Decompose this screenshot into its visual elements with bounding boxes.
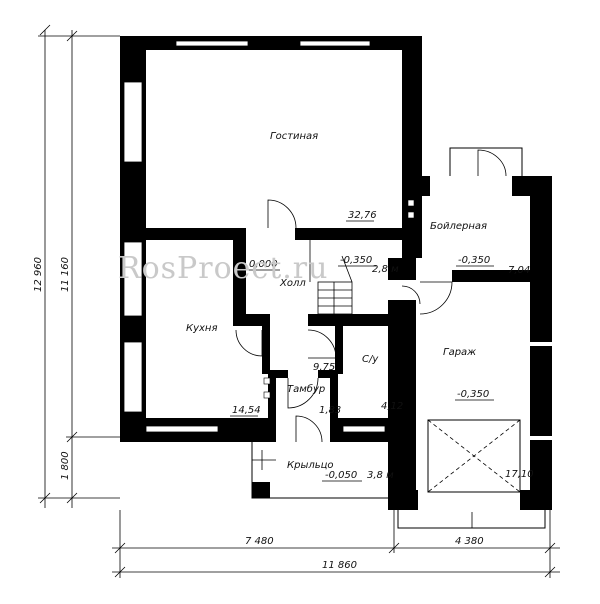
dim-width-left: 7 480 xyxy=(245,536,274,547)
area-kholl: 9,75 xyxy=(313,362,335,373)
level-kryltso: -0,050 xyxy=(325,470,357,481)
watermark: RosProect.ru xyxy=(118,251,328,286)
room-label-kryltso: Крыльцо xyxy=(287,460,334,471)
level-kholl: 0,000 xyxy=(249,259,278,270)
stair xyxy=(309,240,353,315)
area-gostinaya: 32,76 xyxy=(348,210,377,221)
stair-span: 2,8 м xyxy=(372,264,399,275)
room-label-boilernaya: Бойлерная xyxy=(430,221,487,232)
level-underlines xyxy=(230,220,494,482)
dim-height-total: 12 960 xyxy=(33,257,44,292)
area-garazh: 17,10 xyxy=(505,469,534,480)
dim-height-porch: 1 800 xyxy=(60,451,71,480)
room-label-garazh: Гараж xyxy=(443,347,476,358)
room-label-tambur: Тамбур xyxy=(287,383,325,395)
dim-width-total: 11 860 xyxy=(322,560,357,571)
porch xyxy=(251,442,392,499)
level-boilernaya: -0,350 xyxy=(458,255,490,266)
room-labels: Гостиная 32,76 Кухня 14,54 0,000 Холл 9,… xyxy=(186,131,534,481)
dim-height-main: 11 160 xyxy=(60,257,71,292)
garage-door xyxy=(397,419,546,529)
area-su: 4,12 xyxy=(381,401,403,412)
area-kukhnya: 14,54 xyxy=(232,405,261,416)
level-stair: -0,350 xyxy=(340,255,372,266)
area-boilernaya: 7,04 xyxy=(508,265,530,276)
room-label-su: С/у xyxy=(362,354,379,365)
dimension-texts: 7 480 4 380 11 860 12 960 11 160 1 800 xyxy=(33,257,484,571)
span-kryltso: 3,8 м xyxy=(367,470,394,481)
room-label-kholl: Холл xyxy=(279,278,306,289)
boiler-canopy xyxy=(449,147,523,177)
area-tambur: 1,83 xyxy=(319,405,341,416)
doors xyxy=(235,199,453,443)
room-label-gostinaya: Гостиная xyxy=(270,131,318,142)
room-label-kukhnya: Кухня xyxy=(186,323,218,334)
windows xyxy=(123,40,552,440)
vent-marks xyxy=(263,199,415,399)
dimension-lines xyxy=(38,24,560,578)
level-garazh: -0,350 xyxy=(457,389,489,400)
dim-width-right: 4 380 xyxy=(455,536,484,547)
